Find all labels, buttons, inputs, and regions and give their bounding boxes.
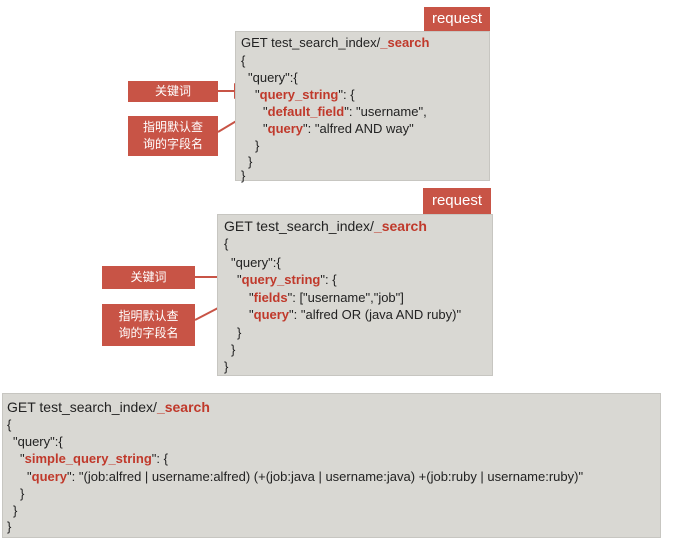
query-key: query [253, 307, 290, 322]
default-field-key: default_field [267, 104, 345, 119]
code-block-3: GET test_search_index/_search { "query":… [2, 393, 661, 538]
query-key: query [31, 469, 68, 484]
request-line: GET test_search_index/_search [224, 218, 427, 234]
code-block-2: GET test_search_index/_search { "query":… [217, 214, 493, 376]
code-block-1: GET test_search_index/_search { "query":… [235, 31, 490, 183]
query-string-key: query_string [259, 87, 339, 102]
label-keyword-1: 关键词 [128, 81, 218, 102]
query-string-key: query_string [241, 272, 321, 287]
label-field-hint-1: 指明默认查询的字段名 [128, 116, 218, 156]
endpoint: _search [380, 35, 430, 50]
label-keyword-2: 关键词 [102, 266, 195, 289]
request-line: GET test_search_index/_search [241, 35, 430, 50]
request-tag-2: request [423, 188, 491, 214]
simple-query-string-key: simple_query_string [24, 451, 152, 466]
fields-key: fields [253, 290, 288, 305]
label-field-hint-2: 指明默认查询的字段名 [102, 304, 195, 346]
request-tag-1: request [424, 7, 490, 31]
request-line: GET test_search_index/_search [7, 399, 210, 415]
query-key: query [267, 121, 304, 136]
endpoint: _search [156, 399, 210, 415]
endpoint: _search [373, 218, 427, 234]
